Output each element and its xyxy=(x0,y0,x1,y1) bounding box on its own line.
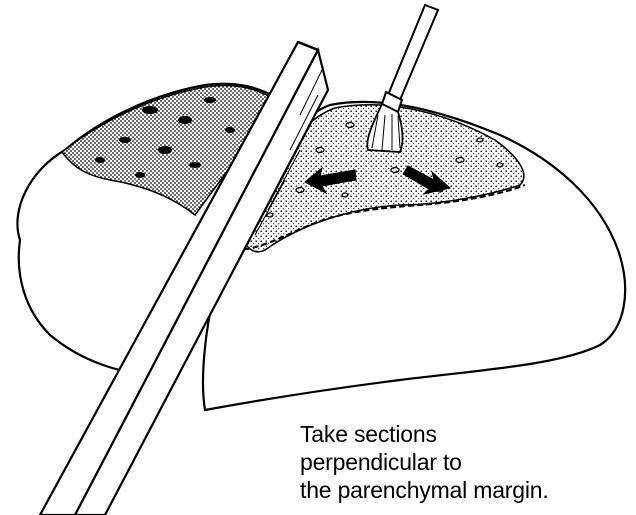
cut-surface-edge xyxy=(234,184,526,251)
right-cut-surface xyxy=(239,104,525,253)
right-arrow xyxy=(402,165,452,195)
brush xyxy=(366,3,440,153)
caption-line-2: perpendicular to xyxy=(300,449,462,475)
brush-handle xyxy=(386,3,440,102)
caption-line-3: the parenchymal margin. xyxy=(300,477,549,503)
right-surface-cells xyxy=(266,121,504,218)
cutting-blade xyxy=(38,40,330,515)
caption-text: Take sections perpendicular to the paren… xyxy=(300,420,630,504)
brush-bristles xyxy=(366,102,404,153)
left-surface-blotches xyxy=(95,97,235,178)
left-arrow xyxy=(304,166,357,195)
caption-line-1: Take sections xyxy=(300,421,437,447)
direction-arrows xyxy=(304,165,452,195)
